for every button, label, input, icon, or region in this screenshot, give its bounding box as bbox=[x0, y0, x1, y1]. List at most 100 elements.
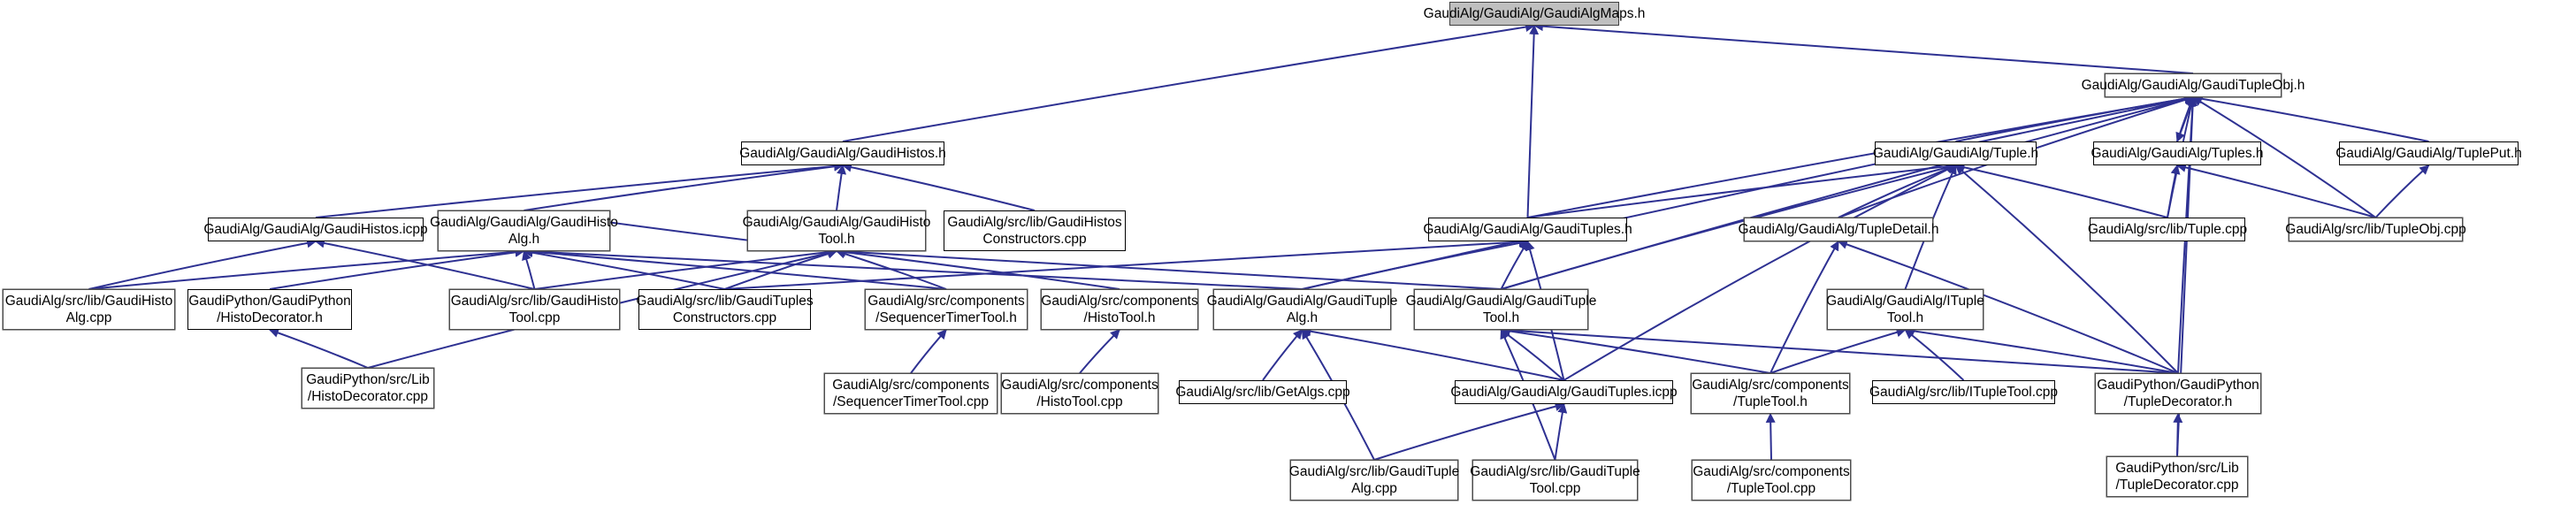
graph-node-label: GaudiAlg/GaudiAlg/Tuple.h bbox=[1872, 146, 2039, 161]
graph-node[interactable]: GaudiAlg/GaudiAlg/ITuple Tool.h bbox=[1826, 289, 1984, 330]
graph-node-label: GaudiAlg/src/components /HistoTool.h bbox=[1041, 294, 1198, 325]
graph-node-label: GaudiAlg/GaudiAlg/TupleDetail.h bbox=[1738, 222, 1939, 237]
graph-edge bbox=[2167, 164, 2181, 218]
graph-node[interactable]: GaudiAlg/src/lib/GaudiTuples Constructor… bbox=[636, 289, 814, 330]
graph-edge bbox=[1838, 164, 1957, 218]
graph-node[interactable]: GaudiAlg/GaudiAlg/TupleDetail.h bbox=[1739, 218, 1938, 241]
graph-node[interactable]: GaudiAlg/GaudiAlg/GaudiHisto Tool.h bbox=[743, 210, 930, 251]
graph-edge bbox=[88, 238, 317, 290]
graph-node-label: GaudiAlg/GaudiAlg/GaudiHistos.h bbox=[739, 146, 946, 161]
graph-edge bbox=[1904, 325, 2179, 374]
graph-edge bbox=[2175, 162, 2376, 218]
graph-node[interactable]: GaudiAlg/src/lib/GaudiTuple Tool.cpp bbox=[1470, 460, 1640, 501]
graph-node-label: GaudiAlg/GaudiAlg/GaudiAlgMaps.h bbox=[1423, 6, 1646, 21]
graph-edge bbox=[1554, 402, 1568, 461]
graph-node-label: GaudiPython/src/Lib /HistoDecorator.cpp bbox=[306, 372, 430, 404]
graph-node-label: GaudiAlg/GaudiAlg/GaudiTuple Alg.h bbox=[1206, 294, 1398, 325]
graph-node[interactable]: GaudiAlg/src/lib/GetAlgs.cpp bbox=[1175, 380, 1350, 404]
graph-node[interactable]: GaudiPython/src/Lib /HistoDecorator.cpp bbox=[302, 368, 434, 409]
graph-edge bbox=[836, 164, 846, 211]
graph-node[interactable]: GaudiAlg/src/lib/ITupleTool.cpp bbox=[1869, 380, 2059, 404]
graph-node-label: GaudiAlg/GaudiAlg/GaudiHistos.icpp bbox=[203, 222, 428, 237]
graph-node[interactable]: GaudiAlg/src/components /SequencerTimerT… bbox=[865, 289, 1028, 330]
graph-node-label: GaudiAlg/GaudiAlg/Tuples.h bbox=[2091, 146, 2264, 161]
graph-node[interactable]: GaudiAlg/src/components /HistoTool.h bbox=[1041, 289, 1198, 330]
graph-edge bbox=[1302, 94, 2195, 290]
graph-node-label: GaudiAlg/GaudiAlg/GaudiTuple Tool.h bbox=[1405, 294, 1597, 325]
graph-node[interactable]: GaudiAlg/src/lib/GaudiHistos Constructor… bbox=[944, 210, 1126, 251]
graph-node[interactable]: GaudiAlg/src/lib/GaudiHisto Tool.cpp bbox=[449, 289, 620, 330]
graph-node[interactable]: GaudiAlg/GaudiAlg/TuplePut.h bbox=[2335, 141, 2522, 165]
graph-edge bbox=[724, 248, 838, 290]
graph-node-label: GaudiPython/src/Lib /TupleDecorator.cpp bbox=[2115, 461, 2239, 493]
graph-node[interactable]: GaudiAlg/GaudiAlg/GaudiTuple Alg.h bbox=[1207, 289, 1397, 330]
graph-node[interactable]: GaudiAlg/src/components /TupleTool.h bbox=[1691, 373, 1850, 414]
graph-edge bbox=[1500, 325, 2179, 374]
graph-node-label: GaudiAlg/src/components /SequencerTimerT… bbox=[832, 378, 990, 409]
graph-node-label: GaudiAlg/src/components /SequencerTimerT… bbox=[868, 294, 1025, 325]
graph-node-label: GaudiAlg/src/lib/ITupleTool.cpp bbox=[1869, 385, 2059, 400]
graph-node[interactable]: GaudiAlg/src/components /TupleTool.cpp bbox=[1692, 460, 1851, 501]
graph-edge bbox=[2191, 94, 2429, 142]
graph-node-label: GaudiPython/GaudiPython /TupleDecorator.… bbox=[2097, 378, 2259, 409]
graph-node-label: GaudiAlg/src/lib/GaudiHisto Alg.cpp bbox=[4, 294, 173, 325]
graph-edge bbox=[1079, 329, 1120, 374]
graph-node[interactable]: GaudiAlg/GaudiAlg/GaudiTuples.h bbox=[1423, 218, 1632, 241]
graph-edge bbox=[88, 247, 525, 290]
graph-node-label: GaudiAlg/src/components /HistoTool.cpp bbox=[1001, 378, 1158, 409]
graph-edge bbox=[522, 249, 536, 290]
graph-node[interactable]: GaudiAlg/GaudiAlg/Tuple.h bbox=[1872, 141, 2039, 165]
graph-edge bbox=[1765, 412, 1776, 461]
graph-node[interactable]: GaudiAlg/GaudiAlg/GaudiTuple Tool.h bbox=[1406, 289, 1596, 330]
graph-node-label: GaudiAlg/src/lib/TupleObj.cpp bbox=[2285, 222, 2466, 237]
graph-node[interactable]: GaudiAlg/GaudiAlg/Tuples.h bbox=[2091, 141, 2264, 165]
graph-edge bbox=[1501, 95, 2195, 290]
graph-edge bbox=[2176, 96, 2195, 142]
graph-node[interactable]: GaudiAlg/src/lib/GaudiHisto Alg.cpp bbox=[3, 289, 175, 330]
graph-node[interactable]: GaudiAlg/src/lib/Tuple.cpp bbox=[2087, 218, 2248, 241]
graph-node[interactable]: GaudiAlg/src/lib/TupleObj.cpp bbox=[2285, 218, 2466, 241]
graph-node[interactable]: GaudiPython/GaudiPython /HistoDecorator.… bbox=[187, 289, 352, 330]
graph-node-label: GaudiAlg/src/lib/GaudiTuples Constructor… bbox=[636, 294, 814, 325]
graph-edge bbox=[1262, 329, 1303, 381]
graph-node-label: GaudiAlg/src/lib/GaudiHisto Tool.cpp bbox=[450, 294, 619, 325]
graph-node-label: GaudiAlg/GaudiAlg/TuplePut.h bbox=[2335, 146, 2522, 161]
graph-edge bbox=[523, 246, 1303, 290]
graph-edge bbox=[835, 248, 947, 290]
graph-node-label: GaudiAlg/GaudiAlg/GaudiTupleObj.h bbox=[2081, 78, 2305, 93]
graph-node[interactable]: GaudiAlg/GaudiAlg/GaudiHistos.h bbox=[739, 141, 946, 165]
graph-node-label: GaudiAlg/src/lib/Tuple.cpp bbox=[2087, 222, 2248, 237]
graph-edge bbox=[841, 162, 1036, 211]
graph-node[interactable]: GaudiAlg/GaudiAlg/GaudiTuples.icpp bbox=[1450, 380, 1678, 404]
graph-node-label: GaudiPython/GaudiPython /HistoDecorator.… bbox=[188, 294, 351, 325]
graph-edge bbox=[1533, 21, 2194, 74]
graph-edge bbox=[835, 247, 1502, 290]
graph-node[interactable]: GaudiAlg/GaudiAlg/GaudiHistos.icpp bbox=[203, 218, 428, 241]
graph-node-label: GaudiAlg/src/lib/GaudiTuple Alg.cpp bbox=[1288, 464, 1460, 496]
graph-edge bbox=[1302, 238, 1529, 290]
graph-node-label: GaudiAlg/src/components /TupleTool.cpp bbox=[1693, 464, 1850, 496]
graph-edge bbox=[534, 247, 838, 290]
graph-edge bbox=[1301, 326, 1564, 381]
graph-edge bbox=[2175, 96, 2194, 143]
graph-edge bbox=[1954, 162, 2168, 218]
graph-edge bbox=[1770, 327, 1907, 374]
graph-edge bbox=[268, 328, 369, 369]
graph-node-label: GaudiAlg/GaudiAlg/GaudiHisto Tool.h bbox=[742, 215, 931, 247]
graph-node[interactable]: GaudiPython/src/Lib /TupleDecorator.cpp bbox=[2106, 456, 2248, 497]
graph-edge bbox=[524, 161, 845, 211]
graph-node-label: GaudiAlg/GaudiAlg/GaudiHisto Alg.h bbox=[430, 215, 618, 247]
graph-node[interactable]: GaudiAlg/GaudiAlg/GaudiTupleObj.h bbox=[2082, 73, 2305, 97]
graph-node[interactable]: GaudiAlg/src/components /SequencerTimerT… bbox=[824, 373, 998, 414]
graph-edge bbox=[1373, 401, 1565, 461]
graph-node[interactable]: GaudiAlg/GaudiAlg/GaudiHisto Alg.h bbox=[430, 210, 618, 251]
graph-edge bbox=[835, 247, 1120, 290]
graph-edge bbox=[1954, 164, 2179, 374]
graph-node[interactable]: GaudiAlg/src/components /HistoTool.cpp bbox=[1001, 373, 1158, 414]
graph-node[interactable]: GaudiPython/GaudiPython /TupleDecorator.… bbox=[2095, 373, 2261, 414]
graph-edge bbox=[1500, 329, 1565, 381]
graph-node-label: GaudiAlg/GaudiAlg/ITuple Tool.h bbox=[1826, 294, 1984, 325]
graph-node[interactable]: GaudiAlg/GaudiAlg/GaudiAlgMaps.h bbox=[1424, 2, 1645, 26]
graph-node[interactable]: GaudiAlg/src/lib/GaudiTuple Alg.cpp bbox=[1288, 460, 1460, 501]
